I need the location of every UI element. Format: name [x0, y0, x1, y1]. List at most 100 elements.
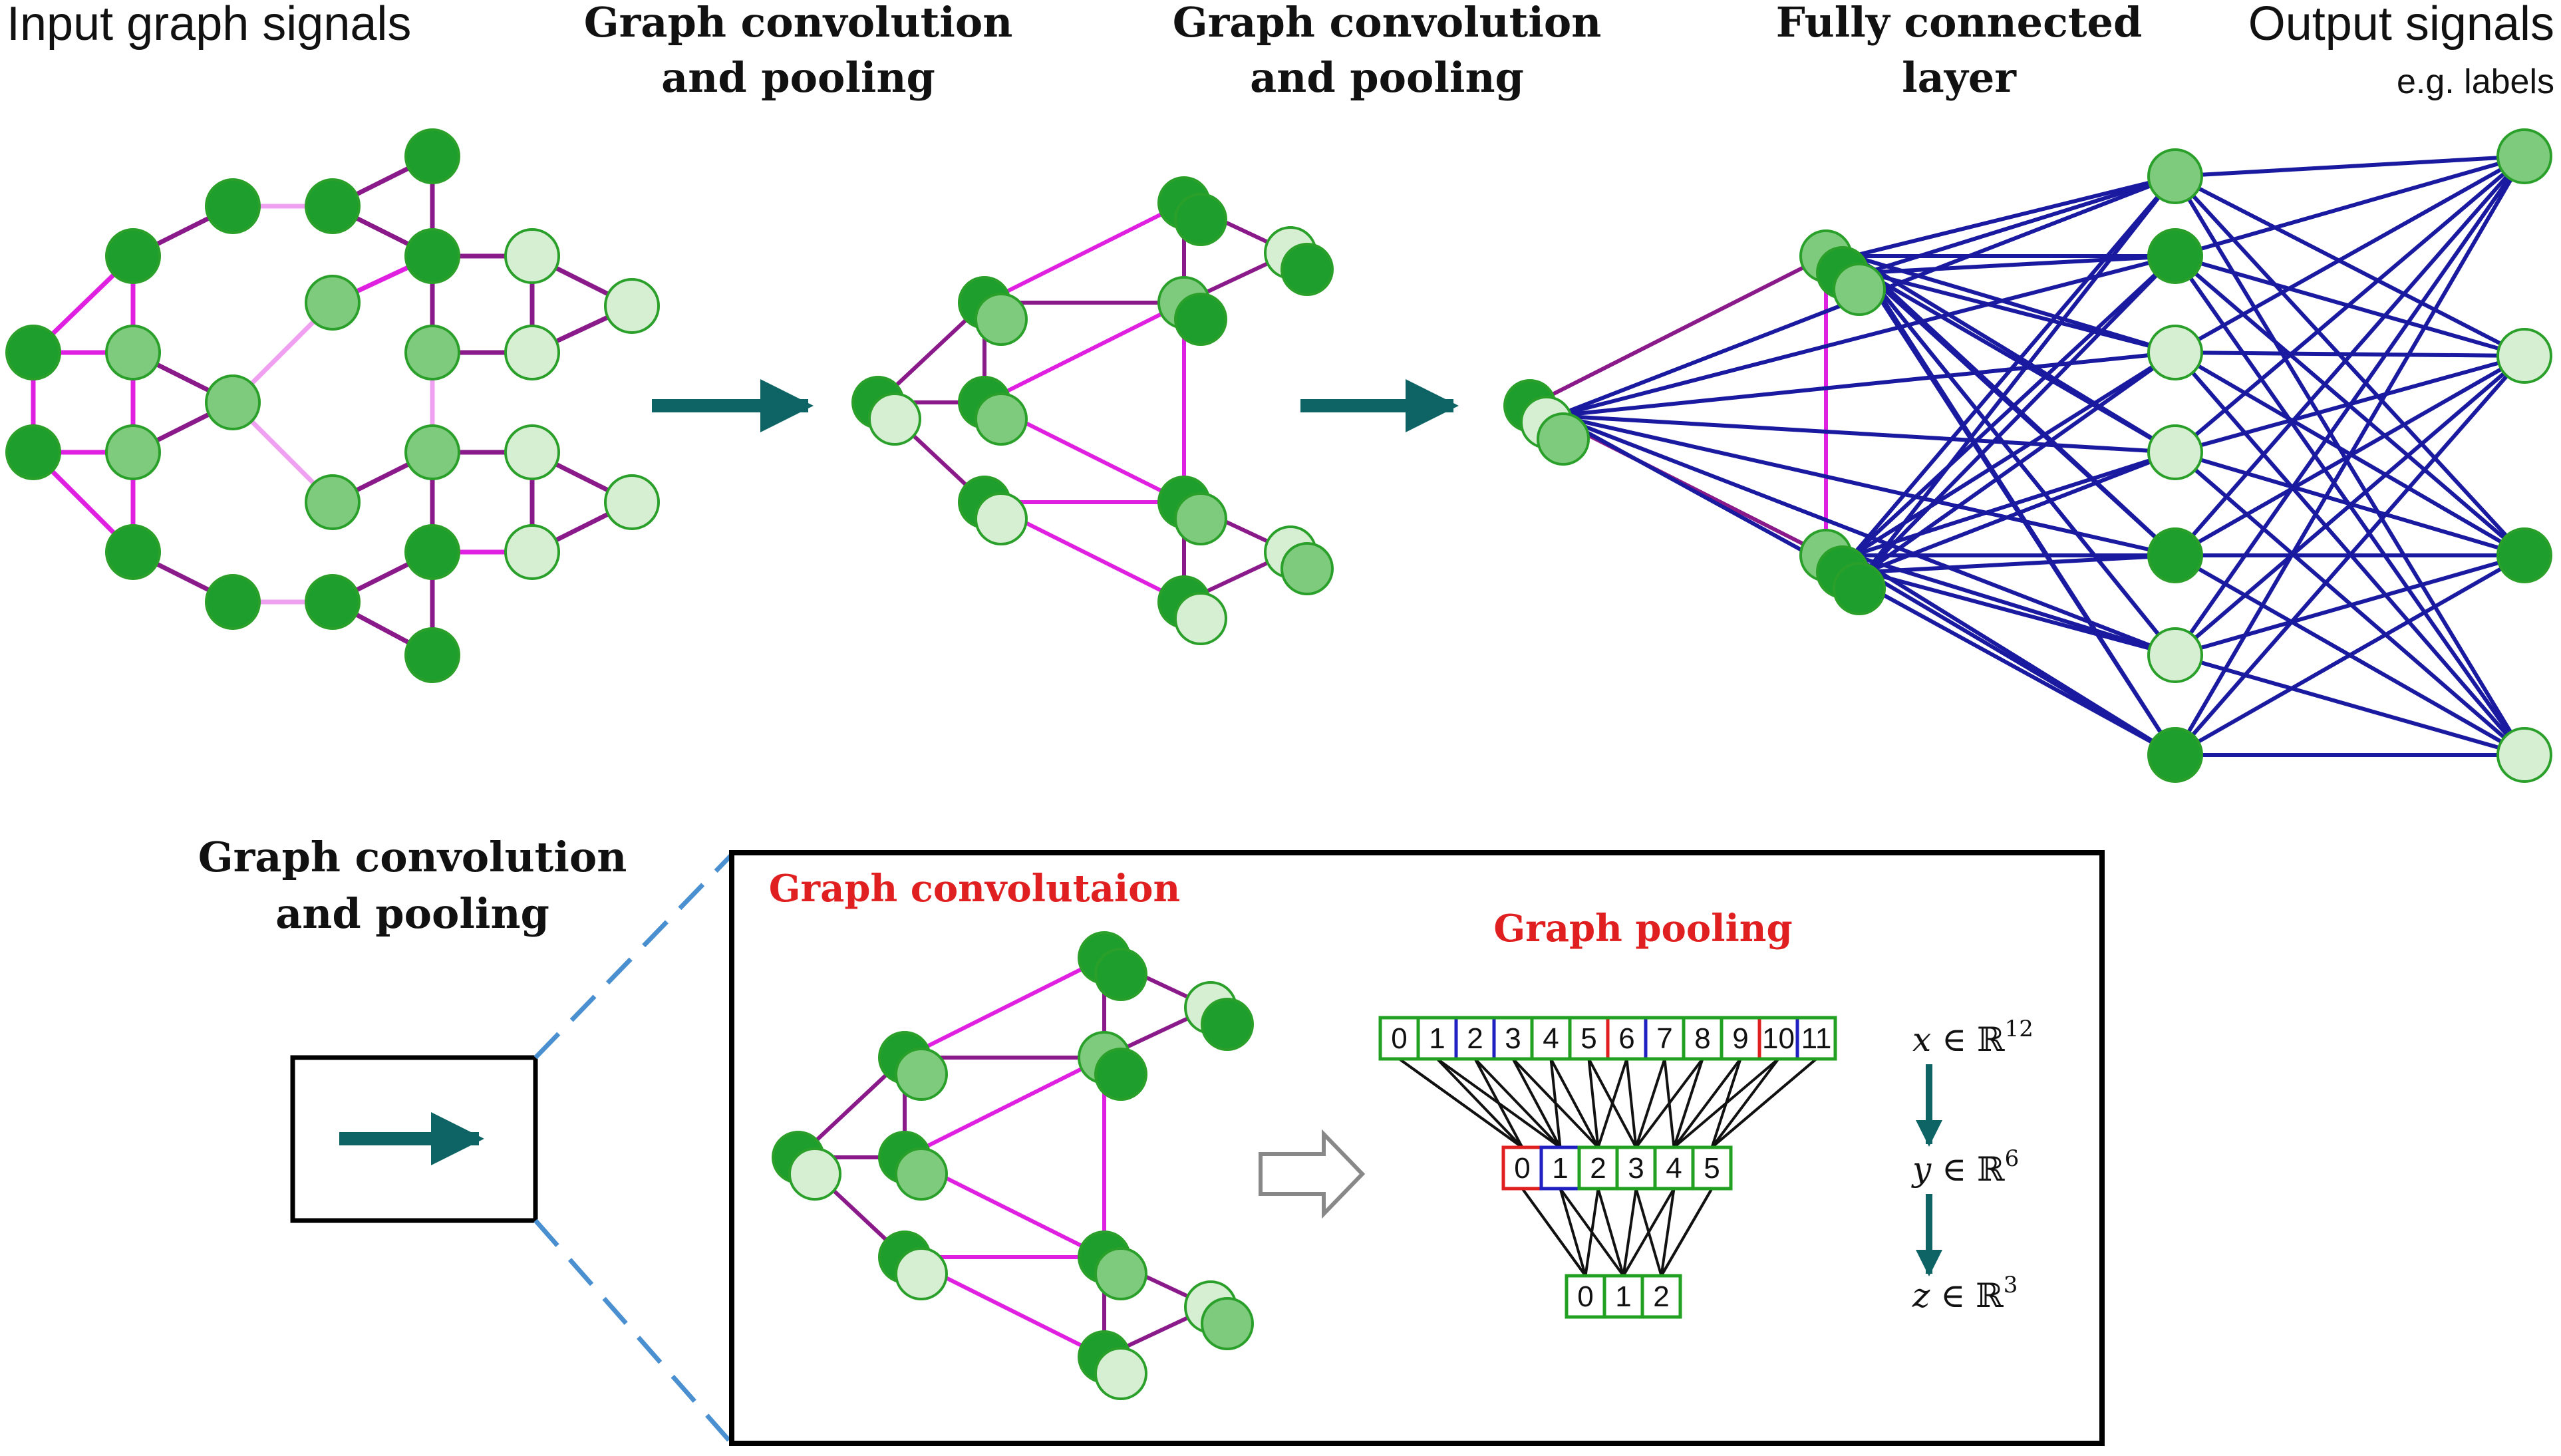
detail-edge — [903, 1056, 1106, 1159]
zoom-dashed-line-top — [533, 853, 734, 1060]
pool-line — [1559, 1187, 1625, 1277]
input-node — [105, 325, 161, 380]
fc-edge — [1864, 254, 2177, 574]
title-output-signals: Output signals — [2248, 0, 2554, 51]
layer2-node — [1174, 293, 1227, 346]
fc-edge — [2173, 155, 2526, 756]
pool-x-cell-label: 5 — [1581, 1022, 1596, 1055]
output-node — [2496, 727, 2552, 783]
input-node — [604, 278, 660, 334]
pool-y-cell — [1501, 1145, 1543, 1191]
fc-edge — [1556, 414, 2176, 557]
input-node — [504, 424, 560, 480]
input-node — [404, 524, 460, 580]
pool-line — [1634, 1188, 1663, 1276]
fc-edge — [1851, 175, 2177, 557]
fc-edge — [2175, 553, 2525, 657]
math-z-in-r3: z ∈ ℝ3 — [1912, 1272, 2018, 1315]
layer2-node — [1174, 193, 1227, 246]
detail-node — [1094, 948, 1147, 1001]
output-node — [2496, 128, 2552, 184]
fc-edge — [1556, 254, 2176, 418]
input-node — [504, 228, 560, 284]
pool-line — [1660, 1187, 1714, 1277]
layer2-node — [975, 293, 1028, 346]
fc-edge — [1865, 271, 2177, 454]
fc-edge — [1556, 351, 2176, 418]
input-node — [5, 424, 61, 480]
pool-y-cell-label: 2 — [1590, 1152, 1606, 1185]
input-node — [404, 627, 460, 683]
pool-z-cell — [1565, 1274, 1606, 1319]
pool-x-cell-label: 6 — [1618, 1022, 1634, 1055]
layer2-node — [868, 392, 921, 446]
detail-label-line1: Graph convolution — [198, 833, 627, 881]
fc-layer-node — [2147, 527, 2203, 583]
input-node — [105, 228, 161, 284]
pool-y-cell-label: 1 — [1552, 1152, 1568, 1185]
detail-node — [788, 1147, 841, 1201]
fc-edge — [1852, 254, 2176, 355]
input-node — [305, 275, 361, 331]
pool-line — [1634, 1058, 1666, 1148]
input-node — [404, 424, 460, 480]
fc-edge — [2174, 154, 2526, 355]
fc-edge — [2174, 174, 2526, 358]
math-y-in-r6: y ∈ ℝ6 — [1911, 1145, 2019, 1189]
pool-line — [1512, 1058, 1599, 1149]
pool-y-cell-label: 3 — [1628, 1152, 1644, 1185]
title-conv-pool-1-line2: and pooling — [661, 53, 935, 102]
title-conv-pool-1-line1: Graph convolution — [584, 0, 1013, 47]
pool-x-cell-label: 8 — [1694, 1022, 1710, 1055]
input-node — [205, 178, 261, 234]
fc-edge — [1864, 175, 2177, 573]
fc-edge — [2174, 154, 2526, 454]
detail-edge — [903, 956, 1106, 1060]
input-node — [404, 228, 460, 284]
detail-node — [895, 1147, 948, 1201]
fc-edge — [2175, 154, 2525, 258]
fc-layer-node — [2147, 627, 2203, 683]
pool-x-frame — [1378, 1016, 1837, 1061]
input-node — [5, 325, 61, 380]
pooled-graph-1 — [851, 176, 1334, 645]
fc-layer-node — [2147, 424, 2203, 480]
pool-line — [1711, 1058, 1817, 1149]
pool-line — [1625, 1058, 1638, 1148]
detail-node — [1201, 998, 1254, 1051]
pool-y-cell — [1615, 1145, 1657, 1191]
fc-hidden-node — [1833, 562, 1886, 615]
math-x-in-r12: x ∈ ℝ12 — [1912, 1016, 2034, 1059]
pool-x-cell-label: 3 — [1505, 1022, 1521, 1055]
hollow-arrow — [1259, 1129, 1366, 1219]
input-node — [504, 524, 560, 580]
pool-line — [1549, 1058, 1600, 1148]
pooling-label: Graph pooling — [1493, 907, 1792, 950]
pool-z-cell-label: 2 — [1653, 1280, 1669, 1313]
fc-edge — [1865, 553, 2176, 574]
fc-edge — [1852, 553, 2176, 657]
pool-line — [1587, 1058, 1638, 1148]
pool-x-cell-label: 10 — [1762, 1022, 1795, 1055]
pool-line — [1672, 1058, 1742, 1149]
fc-edge — [2174, 354, 2526, 657]
input-node — [604, 474, 660, 530]
input-node — [404, 128, 460, 184]
layer2-node — [975, 392, 1028, 446]
input-node — [305, 474, 361, 530]
pool-line — [1660, 1188, 1676, 1276]
layer2-node — [1174, 492, 1227, 545]
pool-y-cell-label: 5 — [1704, 1152, 1720, 1185]
title-fully-connected-line2: layer — [1902, 53, 2017, 102]
zoom-dashed-line-bottom — [533, 1219, 734, 1445]
detail-node — [895, 1247, 948, 1300]
pool-x-cell-label: 1 — [1429, 1022, 1445, 1055]
title-output-subtitle: e.g. labels — [2397, 63, 2554, 101]
fc-edge — [2173, 155, 2526, 656]
fc-edge — [1865, 450, 2177, 574]
detail-node — [1201, 1297, 1254, 1350]
layer2-edge — [983, 301, 1185, 404]
fc-edge — [2173, 355, 2526, 756]
